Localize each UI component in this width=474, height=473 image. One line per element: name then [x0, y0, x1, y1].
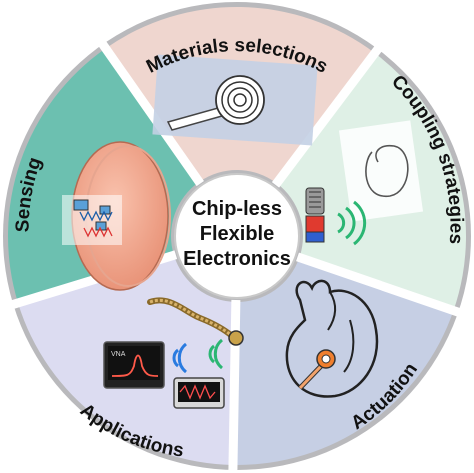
segment-gap	[98, 40, 204, 187]
coupling-illustration	[305, 120, 424, 246]
center-title-line-1: Chip-less	[192, 198, 282, 220]
materials-illustration	[152, 54, 318, 146]
segment-gap	[271, 45, 383, 188]
vna-screen-text: VNA	[111, 351, 126, 358]
segment-gap	[228, 299, 241, 472]
center-title-line-3: Electronics	[183, 248, 291, 270]
segment-actuation	[233, 257, 454, 465]
applications-illustration: VNA	[103, 297, 244, 409]
center-title-line-2: Flexible	[200, 223, 274, 245]
center-circle	[174, 173, 300, 299]
sensing-illustration	[62, 141, 171, 291]
segment-gap	[296, 252, 461, 317]
actuation-illustration	[285, 279, 379, 398]
